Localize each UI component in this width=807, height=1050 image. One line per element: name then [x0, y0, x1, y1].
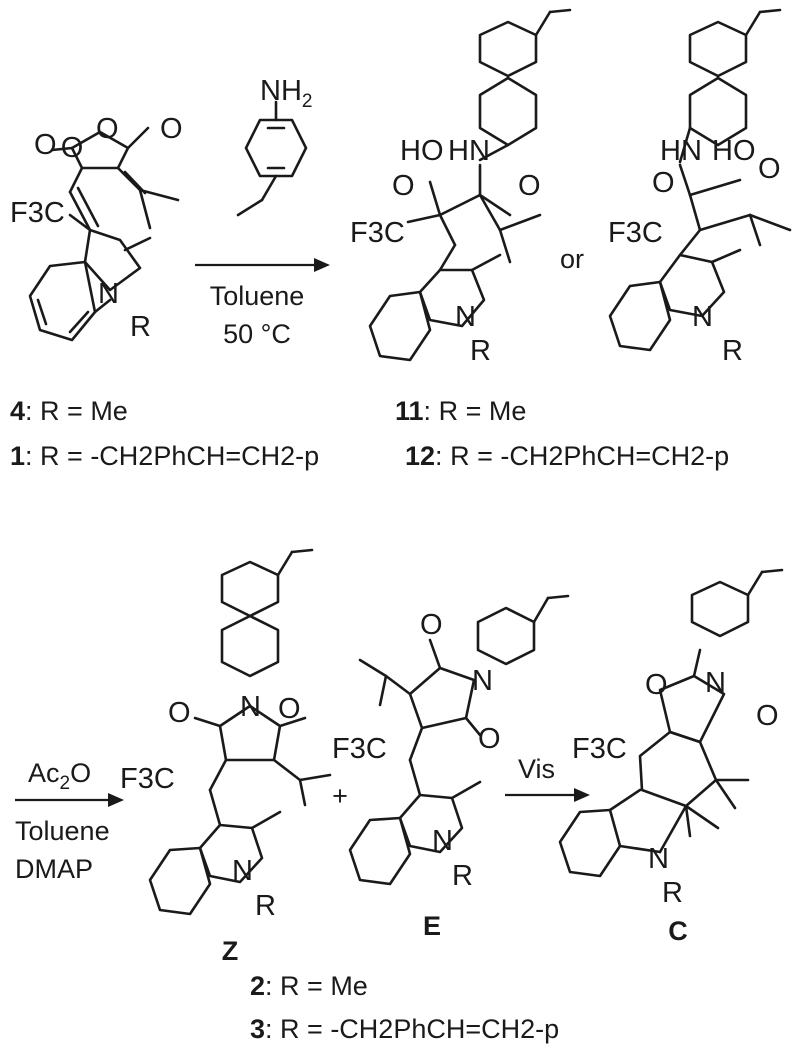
atom-labels-12: HN HO O O F3C N R	[608, 135, 781, 367]
structure-z-isomer	[148, 548, 332, 916]
svg-text:N: N	[692, 301, 713, 333]
svg-text:N: N	[455, 301, 476, 333]
svg-text:N: N	[648, 843, 669, 875]
svg-text:HO: HO	[400, 135, 444, 167]
svg-text:N: N	[432, 825, 453, 857]
svg-text:N: N	[705, 667, 726, 699]
svg-text:O: O	[420, 609, 443, 641]
isomer-label-z: Z	[222, 936, 239, 966]
structure-anhydride-4	[28, 126, 180, 342]
svg-text:F3C: F3C	[120, 763, 175, 795]
svg-text:O: O	[392, 170, 415, 202]
visible-light-label: Vis	[518, 754, 555, 784]
structure-closed-c	[558, 568, 784, 878]
atom-labels-11: HN HO O O F3C N R	[350, 135, 541, 367]
svg-text:HN: HN	[448, 135, 490, 167]
compound-labels-bottom: 2: R = Me 3: R = -CH2PhCH=CH2-p	[250, 971, 559, 1044]
svg-text:N: N	[240, 691, 261, 723]
svg-text:O: O	[61, 132, 84, 164]
svg-text:O: O	[652, 167, 675, 199]
reaction-1-reagents: NH2 Toluene 50 °C	[195, 75, 330, 349]
isomer-label-c: C	[668, 916, 688, 946]
label-compound-12: 12: R = -CH2PhCH=CH2-p	[405, 441, 729, 471]
svg-text:F3C: F3C	[10, 197, 65, 229]
amine-label: NH2	[260, 75, 312, 112]
reaction-2-reagents: Ac2O Toluene DMAP	[15, 758, 124, 884]
svg-text:R: R	[452, 860, 473, 892]
svg-text:F3C: F3C	[350, 217, 405, 249]
svg-text:O: O	[278, 693, 301, 725]
reaction-vis: Vis	[505, 754, 590, 802]
svg-text:O: O	[168, 697, 191, 729]
svg-text:F3C: F3C	[608, 217, 663, 249]
svg-text:R: R	[255, 890, 276, 922]
svg-text:F3C: F3C	[332, 733, 387, 765]
svg-text:O: O	[96, 113, 119, 145]
svg-text:N: N	[98, 278, 119, 310]
structure-amide-acid-11	[368, 8, 572, 362]
compound-labels-top-right: 11: R = Me 12: R = -CH2PhCH=CH2-p	[395, 396, 729, 471]
label-compound-3: 3: R = -CH2PhCH=CH2-p	[250, 1014, 559, 1044]
svg-text:N: N	[472, 665, 493, 697]
atom-labels-z: N O O F3C N R	[120, 691, 301, 922]
svg-text:O: O	[645, 669, 668, 701]
or-label: or	[560, 244, 584, 274]
atom-labels-c: O N O F3C N R	[572, 667, 779, 909]
atom-labels-4: O O O O F3C N R	[10, 113, 183, 343]
atom-labels-e: O N O F3C N R	[332, 609, 501, 892]
temperature-label: 50 °C	[223, 319, 291, 349]
svg-text:F3C: F3C	[572, 733, 627, 765]
svg-text:R: R	[722, 335, 743, 367]
svg-text:O: O	[758, 153, 781, 185]
reagent-ac2o: Ac2O	[28, 758, 91, 794]
label-compound-4: 4: R = Me	[10, 396, 128, 426]
svg-text:R: R	[662, 877, 683, 909]
svg-text:N: N	[232, 855, 253, 887]
catalyst-dmap: DMAP	[15, 854, 93, 884]
structure-e-isomer	[348, 594, 570, 886]
solvent-toluene-1: Toluene	[210, 281, 305, 311]
label-compound-11: 11: R = Me	[395, 396, 526, 426]
isomer-label-e: E	[423, 911, 441, 941]
svg-text:O: O	[756, 700, 779, 732]
plus-sign: +	[332, 781, 348, 811]
svg-text:R: R	[130, 311, 151, 343]
solvent-toluene-2: Toluene	[15, 816, 110, 846]
compound-labels-top-left: 4: R = Me 1: R = -CH2PhCH=CH2-p	[10, 396, 319, 471]
label-compound-2: 2: R = Me	[250, 971, 368, 1001]
label-compound-1: 1: R = -CH2PhCH=CH2-p	[10, 441, 319, 471]
svg-text:O: O	[160, 113, 183, 145]
svg-text:O: O	[478, 723, 501, 755]
svg-text:HO: HO	[712, 135, 756, 167]
svg-text:O: O	[34, 129, 57, 161]
svg-text:R: R	[470, 335, 491, 367]
svg-text:O: O	[518, 170, 541, 202]
structure-amide-acid-12	[608, 8, 792, 352]
svg-text:HN: HN	[660, 135, 702, 167]
